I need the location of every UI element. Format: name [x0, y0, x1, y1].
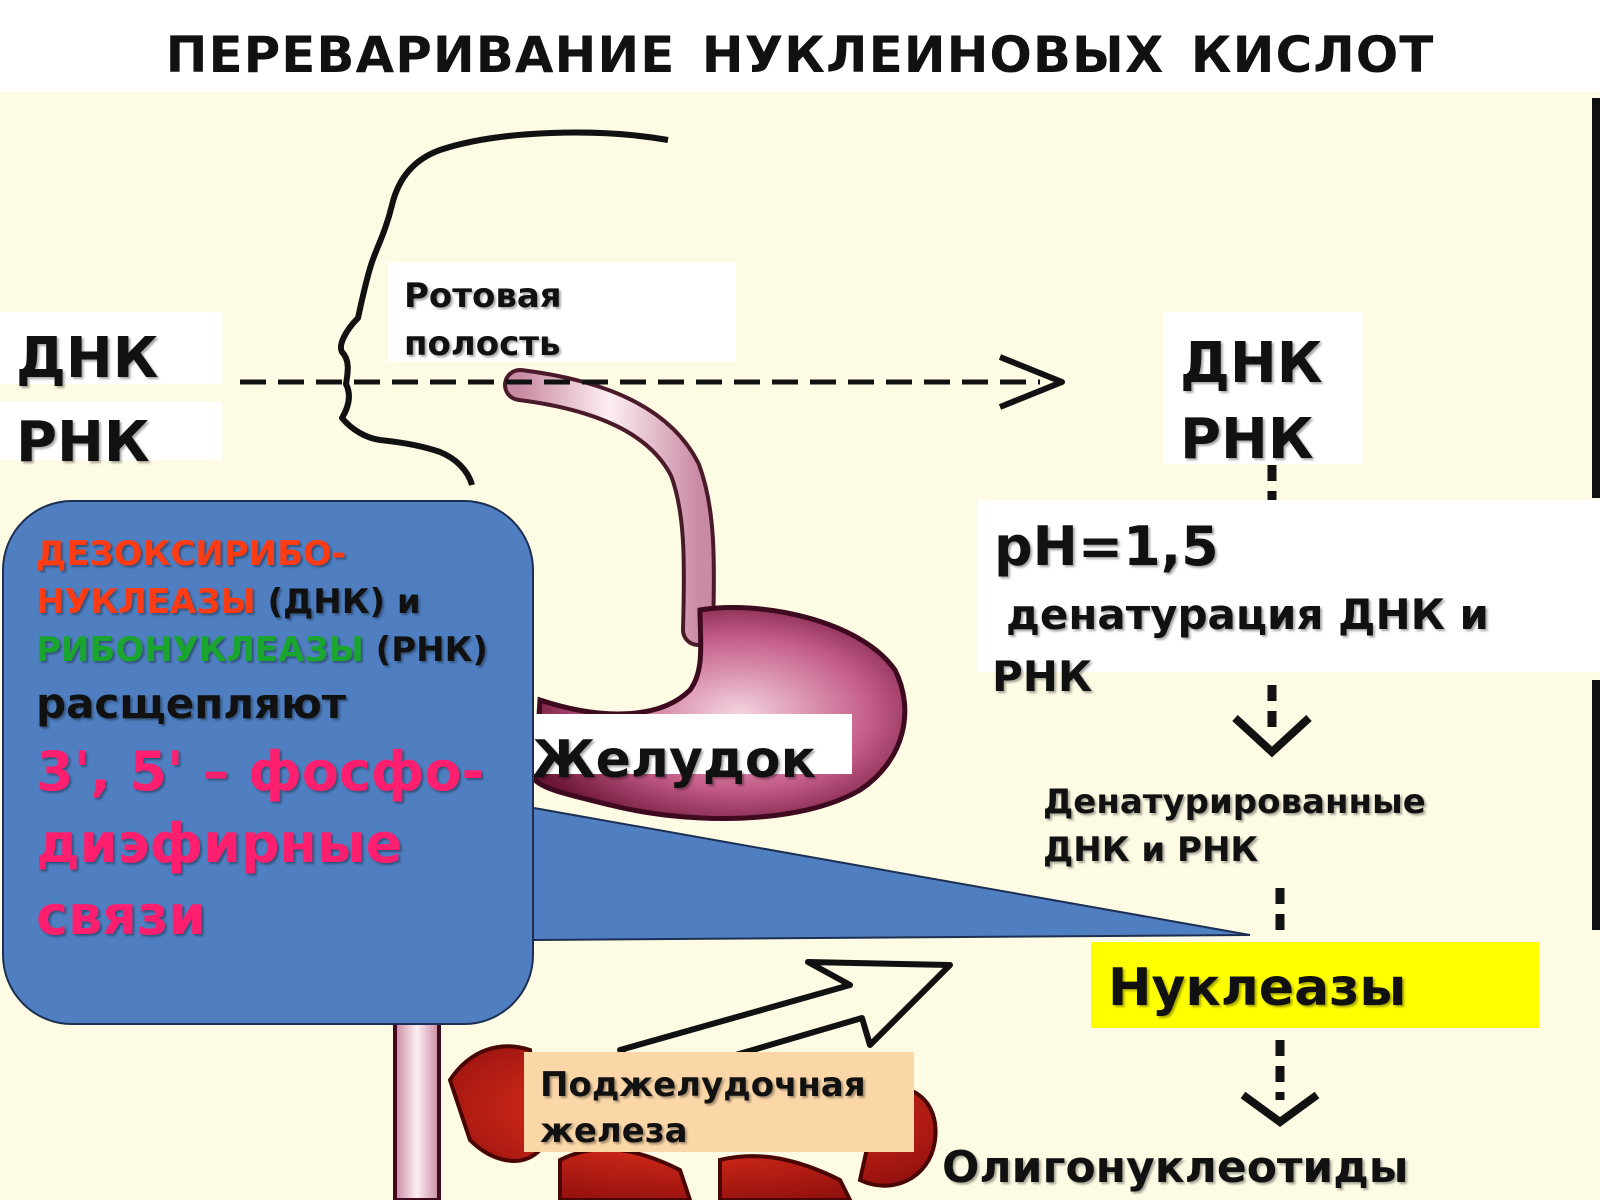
slide-edge-divider-lower [1592, 680, 1600, 930]
slide-edge-divider [1592, 98, 1600, 498]
pancreas-label-box [524, 1052, 914, 1152]
right-dna-rna-box [1163, 312, 1363, 464]
panel-line-1: ДЕЗОКСИРИБО- [36, 530, 526, 578]
deoxy-label-part1: ДЕЗОКСИРИБО- [36, 534, 347, 574]
dashed-arrow-head-icon [998, 354, 1065, 410]
stomach-label-box [532, 714, 852, 774]
head-profile-outline-icon [338, 129, 669, 486]
enzyme-callout-panel [2, 500, 534, 1025]
dna-abbr: (ДНК) и [267, 582, 421, 622]
rna-abbr: (РНК) [375, 630, 488, 670]
ph-text-line2: РНК [992, 652, 1093, 701]
page-title: ПЕРЕВАРИВАНИЕ НУКЛЕИНОВЫХ КИСЛОТ [165, 26, 1435, 84]
left-dna-box [0, 312, 222, 384]
enzyme-callout-text: ДЕЗОКСИРИБО- НУКЛЕАЗЫ (ДНК) и РИБОНУКЛЕА… [36, 530, 526, 952]
ph-text-line1: денатурация ДНК и [1006, 590, 1489, 639]
mouth-label-line2: полость [404, 324, 561, 364]
down-arrow-head-1-icon [1232, 715, 1312, 758]
deoxy-label-part2: НУКЛЕАЗЫ [36, 582, 256, 622]
callout-pointer [534, 808, 1250, 940]
pancreas-label-line2: железа [540, 1111, 688, 1151]
panel-line-2: НУКЛЕАЗЫ (ДНК) и [36, 578, 526, 626]
left-rna-label: РНК [16, 410, 150, 475]
ribo-label: РИБОНУКЛЕАЗЫ [36, 630, 364, 670]
pancreas-label: Поджелудочная железа [540, 1062, 866, 1154]
stomach-label: Желудок [532, 730, 816, 790]
denatured-line2: ДНК и РНК [1043, 830, 1259, 870]
left-rna-box [0, 402, 222, 460]
ph-value: pH=1,5 [994, 515, 1219, 578]
right-rna-label: РНК [1180, 407, 1314, 472]
mouth-label: Ротовая полость [404, 272, 562, 368]
oligonucleotides-label: Олигонуклеотиды [942, 1142, 1409, 1193]
denatured-label: Денатурированные ДНК и РНК [1043, 778, 1426, 874]
esophagus-tube-icon [503, 368, 716, 647]
right-dna-rna-label: ДНК РНК [1180, 326, 1323, 478]
down-arrow-head-2-icon [1240, 1091, 1320, 1127]
nucleases-highlight-box [1091, 942, 1539, 1028]
pancreas-label-line1: Поджелудочная [540, 1065, 866, 1105]
callout-edge-lower [533, 934, 1251, 941]
right-dna-label: ДНК [1180, 331, 1323, 396]
intestine-tube-icon [393, 1008, 441, 1200]
panel-verb: расщепляют [36, 679, 347, 728]
callout-edge [533, 807, 1251, 936]
left-dna-label: ДНК [16, 326, 159, 391]
mouth-label-line1: Ротовая [404, 276, 562, 316]
panel-bonds: 3', 5' – фосфо-диэфирные связи [36, 740, 484, 947]
ph-box [978, 500, 1600, 672]
denatured-line1: Денатурированные [1043, 782, 1426, 822]
panel-line-3: РИБОНУКЛЕАЗЫ (РНК) [36, 626, 526, 674]
mouth-label-box [388, 262, 736, 362]
nucleases-label: Нуклеазы [1108, 958, 1407, 1018]
